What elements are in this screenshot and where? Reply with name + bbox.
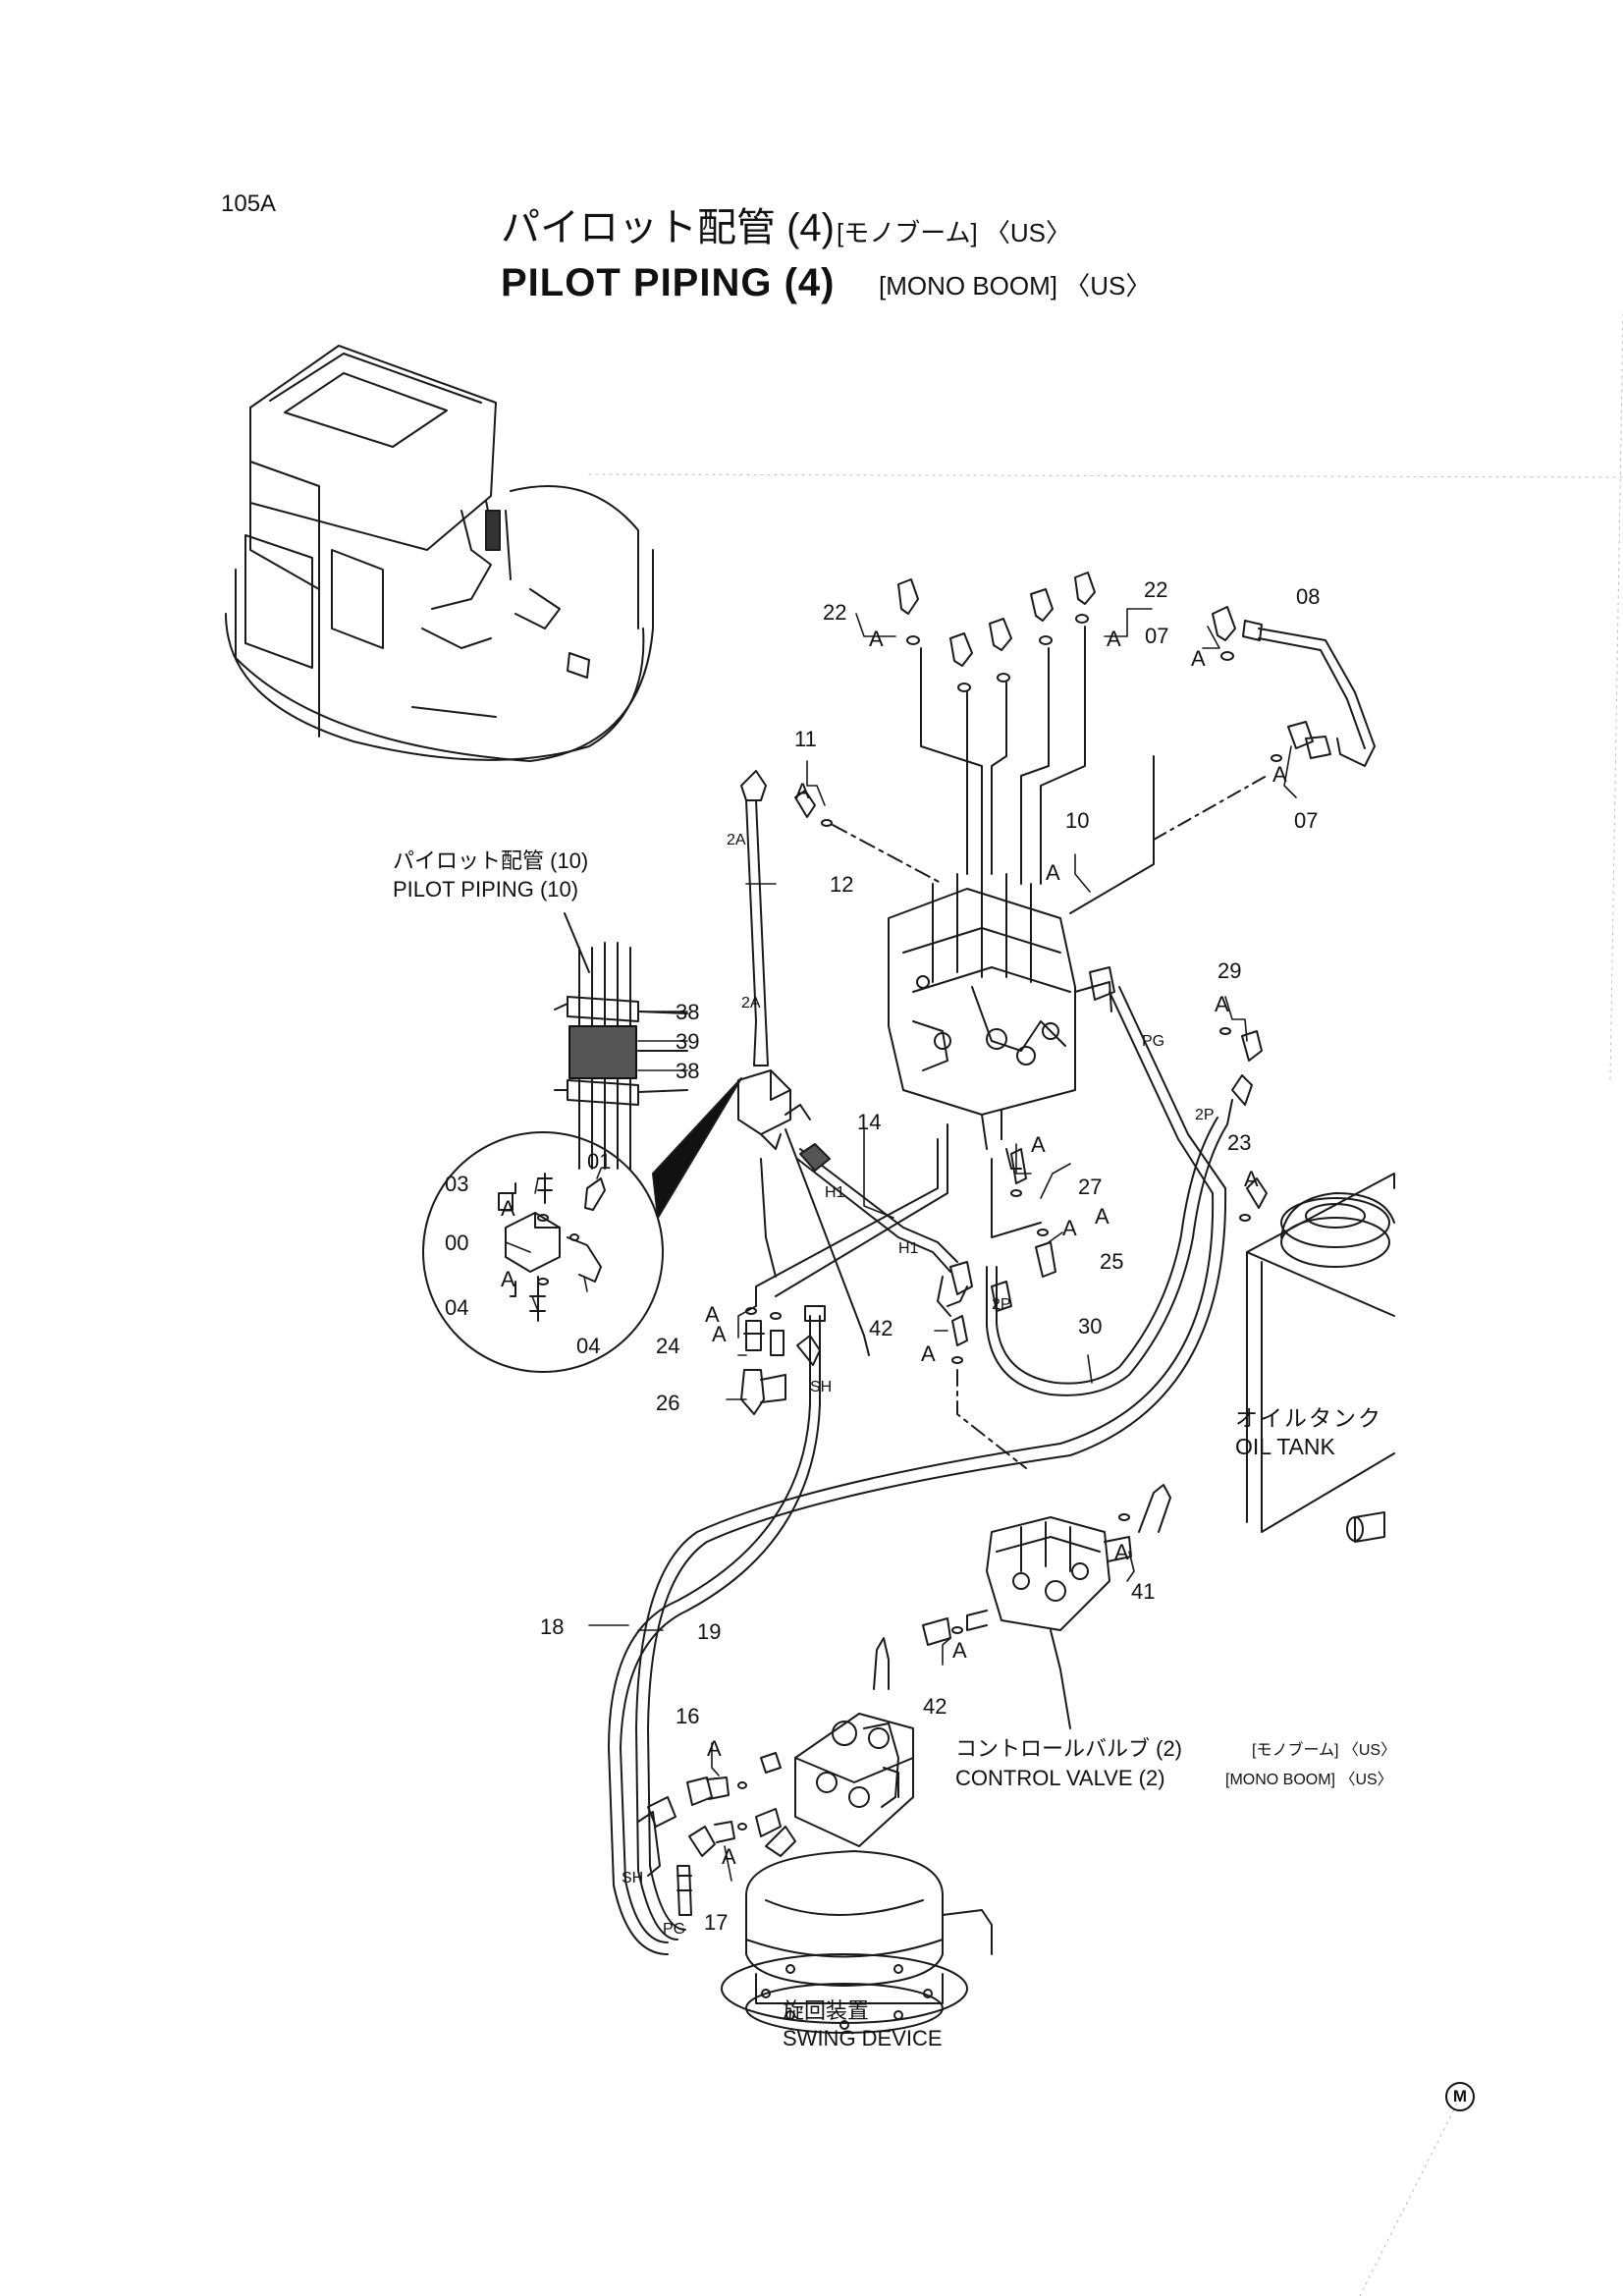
seal-mark-a: A <box>869 627 884 651</box>
part-14: 14 <box>857 1110 882 1134</box>
part-17: 17 <box>704 1910 729 1935</box>
left-manifold <box>738 1070 810 1149</box>
seal-mark-a: A <box>722 1844 736 1869</box>
seal-mark-a: A <box>1272 762 1287 787</box>
swing-fittings <box>638 1753 781 1915</box>
seal-mark-a: A <box>1107 627 1121 651</box>
part-00: 00 <box>445 1230 469 1255</box>
part-08: 08 <box>1296 584 1321 609</box>
part-03: 03 <box>445 1172 469 1196</box>
part-24: 24 <box>656 1334 680 1358</box>
seal-mark-a: A <box>1062 1216 1077 1240</box>
part-38-lower: 38 <box>676 1059 700 1083</box>
ref-pilot-piping-10-jp: パイロット配管 (10) <box>393 848 589 873</box>
part-04-left: 04 <box>445 1295 469 1320</box>
swing-device-label-en: SWING DEVICE <box>783 2026 943 2050</box>
control-valve-2-qualifier-jp: [モノブーム] 〈US〉 <box>1252 1742 1397 1759</box>
port-pg-a: PG <box>1142 1033 1165 1050</box>
part-26: 26 <box>656 1391 680 1415</box>
leader-lines <box>506 609 1296 1881</box>
seal-mark-a: A <box>705 1302 720 1327</box>
port-2p-a: 2P <box>1195 1107 1215 1123</box>
seal-mark-a: A <box>501 1267 515 1291</box>
ref-pilot-piping-10-en: PILOT PIPING (10) <box>393 877 579 902</box>
port-sh-b: SH <box>622 1870 644 1886</box>
seal-mark-a: A <box>1114 1540 1129 1564</box>
oil-tank-label-en: OIL TANK <box>1235 1434 1335 1459</box>
control-valve-2-label-jp: コントロールバルブ (2) <box>955 1736 1183 1761</box>
port-2a-upper: 2A <box>727 832 746 848</box>
port-2a-middle: 2A <box>741 995 761 1011</box>
part-19: 19 <box>697 1619 722 1644</box>
oil-tank-label-jp: オイルタンク <box>1235 1405 1382 1431</box>
seal-mark-a: A <box>1095 1204 1109 1229</box>
top-valve-fittings <box>898 573 1235 884</box>
part-41: 41 <box>1131 1579 1156 1604</box>
detail-inset <box>423 1078 741 1372</box>
seal-mark-a: A <box>795 779 810 803</box>
port-2p-b: 2P <box>992 1296 1011 1313</box>
part-10: 10 <box>1065 808 1090 833</box>
part-27: 27 <box>1078 1175 1103 1199</box>
machine-overview-illustration <box>226 346 653 761</box>
seal-mark-a: A <box>1244 1167 1259 1191</box>
hose-bundle-with-clamps <box>555 913 687 1169</box>
seal-mark-a: A <box>952 1638 967 1663</box>
control-valve-2 <box>923 1485 1170 1728</box>
seal-mark-a: A <box>1031 1132 1046 1157</box>
part-42-lower: 42 <box>923 1694 947 1719</box>
title-english-qualifier: [MONO BOOM] 〈US〉 <box>879 271 1152 301</box>
seal-mark-a: A <box>712 1322 727 1346</box>
title-english: PILOT PIPING (4) <box>501 261 836 304</box>
part-01: 01 <box>587 1149 612 1174</box>
port-h1-a: H1 <box>825 1184 845 1201</box>
swing-device <box>722 1638 992 2033</box>
corner-m-mark: M <box>1445 2082 1475 2111</box>
part-42-upper: 42 <box>869 1316 893 1340</box>
hose-12 <box>741 771 943 1066</box>
hose-30-and-pg <box>987 967 1267 1395</box>
part-38-upper: 38 <box>676 1000 700 1024</box>
swing-device-label-jp: 旋回装置 <box>783 1998 870 2023</box>
page-code: 105A <box>221 191 277 217</box>
title-japanese: パイロット配管 (4) <box>501 206 835 249</box>
part-23: 23 <box>1227 1130 1252 1155</box>
oil-tank <box>1247 1174 1394 1542</box>
seal-mark-a: A <box>921 1341 936 1366</box>
seal-mark-a: A <box>1046 860 1060 885</box>
hose-14 <box>756 1124 972 1355</box>
corner-m-mark-letter: M <box>1452 2087 1468 2105</box>
part-39: 39 <box>676 1029 700 1054</box>
seal-mark-a: A <box>501 1196 515 1221</box>
port-sh-a: SH <box>810 1379 833 1395</box>
port-pg-b: PG <box>663 1921 686 1938</box>
seal-mark-a: A <box>1215 992 1229 1016</box>
part-11: 11 <box>794 727 817 751</box>
control-valve-2-label-en: CONTROL VALVE (2) <box>955 1766 1165 1790</box>
part-25: 25 <box>1100 1249 1124 1274</box>
seal-mark-a: A <box>707 1736 722 1761</box>
hoses-18-19 <box>609 1188 1225 1954</box>
part-12: 12 <box>830 872 854 897</box>
part-04-right: 04 <box>576 1334 601 1358</box>
part-18: 18 <box>540 1614 565 1639</box>
title-japanese-qualifier: [モノブーム] 〈US〉 <box>837 218 1072 247</box>
part-07-upper: 07 <box>1145 624 1169 648</box>
part-22-right: 22 <box>1144 577 1168 602</box>
part-16: 16 <box>676 1704 700 1728</box>
pipe-08 <box>1070 621 1375 913</box>
part-07-lower: 07 <box>1294 808 1319 833</box>
main-control-valve <box>889 874 1111 1149</box>
scan-artifacts <box>589 314 1623 2296</box>
port-h1-b: H1 <box>898 1240 919 1257</box>
part-22-left: 22 <box>823 600 847 625</box>
part-29: 29 <box>1217 958 1242 983</box>
part-30: 30 <box>1078 1314 1103 1339</box>
seal-mark-a: A <box>1191 646 1206 671</box>
control-valve-2-qualifier-en: [MONO BOOM] 〈US〉 <box>1225 1772 1393 1788</box>
